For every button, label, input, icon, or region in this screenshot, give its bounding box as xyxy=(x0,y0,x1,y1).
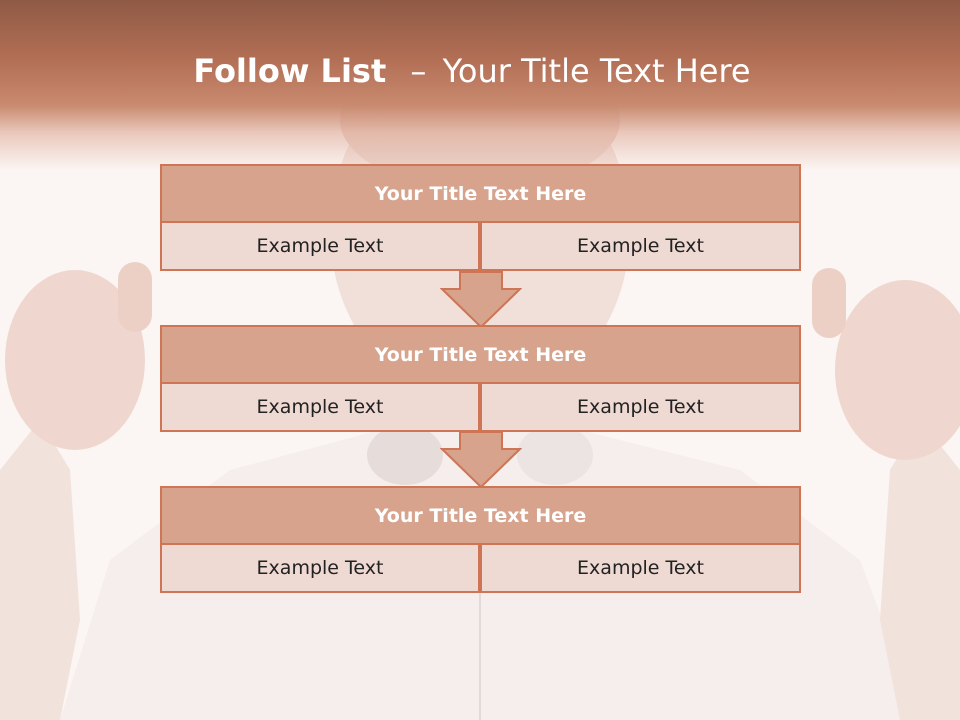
block-2-title[interactable]: Your Title Text Here xyxy=(160,325,801,384)
slide-title: Follow List – Your Title Text Here xyxy=(0,52,944,90)
block-3-left-text[interactable]: Example Text xyxy=(160,543,480,593)
block-3-title[interactable]: Your Title Text Here xyxy=(160,486,801,545)
down-arrow-icon xyxy=(440,431,522,489)
list-block-1: Your Title Text Here Example Text Exampl… xyxy=(160,164,801,271)
block-1-right-text[interactable]: Example Text xyxy=(480,221,801,271)
block-3-right-text[interactable]: Example Text xyxy=(480,543,801,593)
block-1-title[interactable]: Your Title Text Here xyxy=(160,164,801,223)
slide-title-bold: Follow List xyxy=(193,52,387,90)
slide-title-dash: – xyxy=(410,52,427,90)
down-arrow-icon xyxy=(440,271,522,329)
list-block-3: Your Title Text Here Example Text Exampl… xyxy=(160,486,801,593)
title-band xyxy=(0,0,960,170)
block-2-right-text[interactable]: Example Text xyxy=(480,382,801,432)
block-1-left-text[interactable]: Example Text xyxy=(160,221,480,271)
slide-title-rest: Your Title Text Here xyxy=(442,52,751,90)
block-2-left-text[interactable]: Example Text xyxy=(160,382,480,432)
list-block-2: Your Title Text Here Example Text Exampl… xyxy=(160,325,801,432)
